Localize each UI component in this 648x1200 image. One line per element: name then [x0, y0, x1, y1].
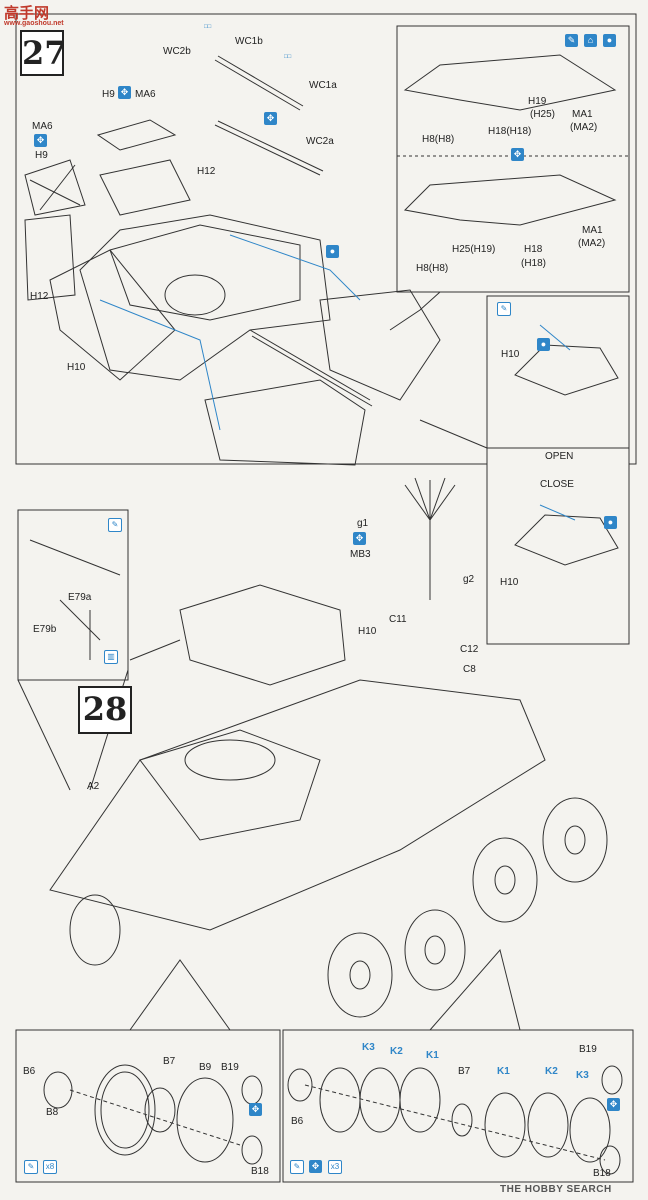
- label-h8-b: H8(H8): [416, 263, 449, 274]
- label-e79b: E79b: [33, 624, 57, 635]
- label-k1-b: K1: [497, 1066, 510, 1077]
- label-h18: H18(H18): [488, 126, 532, 137]
- optional-mark-icon: □□: [204, 24, 212, 30]
- label-b9: B9: [199, 1062, 212, 1073]
- mirror-icon: ✥: [118, 86, 131, 99]
- hobby-search-logo: THE HOBBY SEARCH: [500, 1184, 612, 1195]
- mesh-detail-frame: [396, 25, 630, 293]
- label-b8: B8: [46, 1107, 59, 1118]
- label-h19: H19: [528, 96, 547, 107]
- watermark-domain: www.gaoshou.net: [4, 20, 64, 27]
- label-ma6-b: MA6: [32, 121, 53, 132]
- mirror-icon: ✥: [511, 148, 524, 161]
- step-number-28: 28: [78, 686, 132, 734]
- label-e79a: E79a: [68, 592, 92, 603]
- label-open: OPEN: [545, 451, 574, 462]
- label-c11: C11: [389, 614, 407, 625]
- cement-icon: ✎: [497, 302, 511, 316]
- wheel-left-frame: [15, 1029, 281, 1183]
- label-wc2a: WC2a: [306, 136, 334, 147]
- cement-icon: ✥: [249, 1103, 262, 1116]
- label-h10: H10: [67, 362, 86, 373]
- label-a2: A2: [87, 781, 100, 792]
- label-h8: H8(H8): [422, 134, 455, 145]
- label-g2: g2: [463, 574, 475, 585]
- label-h12-b: H12: [30, 291, 49, 302]
- mirror-icon: ✥: [34, 134, 47, 147]
- label-wc1b: WC1b: [235, 36, 263, 47]
- label-c12: C12: [460, 644, 479, 655]
- label-h25: (H25): [530, 109, 556, 120]
- label-b6: B6: [23, 1066, 36, 1077]
- label-k2-b: K2: [545, 1066, 558, 1077]
- label-k3-b: K3: [576, 1070, 589, 1081]
- label-ma1: MA1: [572, 109, 593, 120]
- cement-icon: ✥: [353, 532, 366, 545]
- label-wc2b: WC2b: [163, 46, 191, 57]
- paint-icon: ●: [326, 245, 339, 258]
- optional-icon: ▥: [104, 650, 118, 664]
- label-b7-right: B7: [458, 1066, 471, 1077]
- open-close-frame: [486, 447, 630, 645]
- label-k2-a: K2: [390, 1046, 403, 1057]
- label-wc1a: WC1a: [309, 80, 337, 91]
- step-number-27: 27: [20, 30, 67, 76]
- wheel-right-frame: [282, 1029, 634, 1183]
- label-h18-c: (H18): [521, 258, 547, 269]
- label-b19: B19: [221, 1062, 239, 1073]
- cement-icon: ✎: [290, 1160, 304, 1174]
- label-ma1-b: MA1: [582, 225, 603, 236]
- label-h10-c: H10: [500, 577, 519, 588]
- mirror-icon: ✥: [309, 1160, 322, 1173]
- paint-icon: ●: [604, 516, 617, 529]
- label-ma6: MA6: [135, 89, 156, 100]
- repeat-icon: x8: [43, 1160, 57, 1174]
- label-k3-a: K3: [362, 1042, 375, 1053]
- label-h18-b: H18: [524, 244, 543, 255]
- label-b7: B7: [163, 1056, 176, 1067]
- label-k1-a: K1: [426, 1050, 439, 1061]
- label-h10-step28: H10: [358, 626, 377, 637]
- cement-icon: ✥: [264, 112, 277, 125]
- label-close: CLOSE: [540, 479, 574, 490]
- cement-icon: ✎: [565, 34, 578, 47]
- repeat-icon: x3: [328, 1160, 342, 1174]
- label-b18-right: B18: [593, 1168, 611, 1179]
- hatch-detail-frame: [486, 295, 630, 449]
- label-h9-b: H9: [35, 150, 48, 161]
- label-g1: g1: [357, 518, 369, 529]
- paint-icon: ●: [603, 34, 616, 47]
- label-h10-b: H10: [501, 349, 520, 360]
- label-b18: B18: [251, 1166, 269, 1177]
- label-b6-right: B6: [291, 1116, 304, 1127]
- label-h25-b: H25(H19): [452, 244, 496, 255]
- cement-icon: ✥: [607, 1098, 620, 1111]
- watermark-logo: 高手网: [4, 5, 50, 22]
- label-b19-right: B19: [579, 1044, 597, 1055]
- label-h12-a: H12: [197, 166, 216, 177]
- label-c8: C8: [463, 664, 476, 675]
- label-h9: H9: [102, 89, 115, 100]
- label-ma2: (MA2): [570, 122, 598, 133]
- optional-mark-icon: □□: [284, 54, 292, 60]
- cement-icon: ✎: [108, 518, 122, 532]
- label-ma2-b: (MA2): [578, 238, 606, 249]
- label-mb3: MB3: [350, 549, 371, 560]
- paint-icon: ●: [537, 338, 550, 351]
- bend-icon: ⌂: [584, 34, 597, 47]
- cement-icon: ✎: [24, 1160, 38, 1174]
